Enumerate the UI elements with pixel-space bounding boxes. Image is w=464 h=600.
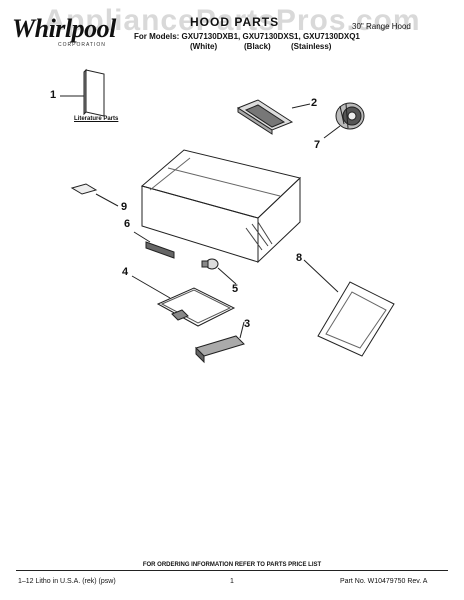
ordering-note: FOR ORDERING INFORMATION REFER TO PARTS … (142, 562, 322, 568)
blower-wheel (335, 102, 365, 130)
callout-1: 1 (50, 89, 57, 101)
litho-info: 1–12 Litho in U.S.A. (rek) (psw) (18, 578, 116, 585)
leader-7 (323, 125, 341, 139)
light-bulb (201, 258, 219, 270)
leader-8 (303, 259, 339, 293)
charcoal-filter (317, 281, 395, 357)
literature-parts-label: Literature Parts (74, 116, 119, 122)
page-title: HOOD PARTS (190, 15, 280, 29)
callout-7: 7 (314, 139, 321, 151)
rating-label (70, 183, 98, 195)
callout-4: 4 (122, 266, 129, 278)
model-list: For Models: GXU7130DXB1, GXU7130DXS1, GX… (134, 32, 360, 41)
callout-2: 2 (311, 97, 318, 109)
light-lens (195, 335, 245, 364)
callout-6: 6 (124, 218, 131, 230)
brand-subtitle: CORPORATION (58, 42, 106, 48)
variant-black: (Black) (244, 42, 271, 51)
leader-4 (131, 275, 171, 299)
callout-8: 8 (296, 252, 303, 264)
watermark: AppliancePartsPros.com (43, 4, 421, 37)
variant-white: (White) (190, 42, 218, 51)
literature-booklet (83, 68, 105, 117)
leader-6 (133, 231, 151, 243)
variant-stainless: (Stainless) (291, 42, 332, 51)
callout-5: 5 (232, 283, 239, 295)
callout-9: 9 (121, 201, 128, 213)
footer-rule (16, 570, 448, 571)
brand-logo: Whirlpool (12, 14, 116, 43)
leader-3 (239, 321, 245, 339)
part-number: Part No. W10479750 Rev. A (340, 578, 428, 585)
switch-harness (145, 241, 175, 259)
leader-9 (95, 193, 119, 207)
hood-body (140, 149, 302, 264)
grease-filter (156, 287, 236, 327)
callout-3: 3 (244, 318, 251, 330)
leader-2 (291, 103, 311, 109)
page-number: 1 (230, 578, 234, 585)
leader-5 (217, 267, 237, 285)
document-type: 30" Range Hood (352, 22, 411, 31)
control-bracket (236, 99, 294, 135)
